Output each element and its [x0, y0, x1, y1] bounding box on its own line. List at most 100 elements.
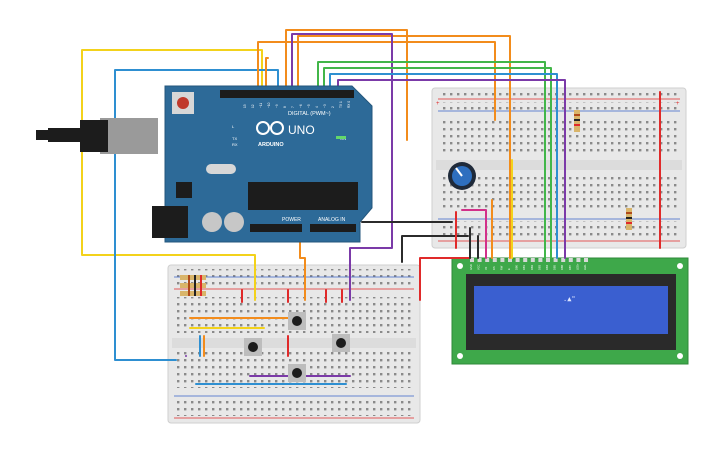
- lcd-pin: [561, 258, 566, 262]
- lcd-pin: [515, 258, 520, 262]
- wire-orange: [297, 35, 511, 259]
- arduino-uno-board: ARDUINO UNO DIGITAL (PWM~) ANALOG IN POW…: [36, 85, 373, 243]
- digital-pin-label: ~3: [323, 104, 327, 108]
- lcd-pin: [485, 258, 490, 262]
- lcd-pin-label: V0: [484, 266, 488, 270]
- rail-plus-label: +: [436, 101, 440, 107]
- resistor: [574, 110, 580, 132]
- lcd-pin-label: DB3: [537, 264, 541, 270]
- lcd-pin: [492, 258, 497, 262]
- digital-pin-label: 13: [243, 104, 247, 108]
- wires: [81, 29, 661, 385]
- digital-pin-label: TX 1: [339, 101, 343, 108]
- dc-jack: [152, 206, 188, 238]
- power-label: POWER: [282, 217, 301, 223]
- lcd-pin-label: DB5: [553, 264, 557, 270]
- mount-hole: [457, 353, 463, 359]
- lcd-pin: [576, 258, 581, 262]
- wire-purple: [291, 33, 393, 301]
- wire-green: [317, 61, 546, 259]
- lcd-pin-label: DB4: [545, 264, 549, 270]
- l-label: L: [232, 124, 235, 129]
- resistor: [626, 208, 632, 230]
- wire-red: [419, 257, 471, 301]
- lcd-text: .▲": [563, 295, 576, 303]
- rx-label: RX: [232, 142, 238, 147]
- lcd-pin-label: LED+: [575, 263, 579, 270]
- rail-plus-label: +: [676, 101, 680, 107]
- lcd-pin-label: GND: [469, 264, 473, 270]
- regulator: [176, 182, 192, 198]
- digital-label: DIGITAL (PWM~): [288, 111, 331, 117]
- lcd-pin-label: DB2: [530, 264, 534, 270]
- lcd-pin: [530, 258, 535, 262]
- resistor-array: [180, 275, 206, 296]
- wire-blue: [114, 69, 279, 361]
- digital-pin-label: RX 0: [347, 101, 351, 108]
- digital-pin-label: 8: [283, 106, 287, 108]
- digital-pin-label: 12: [251, 104, 255, 108]
- potentiometer[interactable]: [448, 162, 476, 190]
- digital-pin-label: ~9: [275, 104, 279, 108]
- lcd-pin: [523, 258, 528, 262]
- lcd-pin: [553, 258, 558, 262]
- digital-pin-label: ~11: [259, 103, 263, 108]
- lcd-pin-label: RS: [492, 266, 496, 270]
- on-led: [336, 136, 346, 139]
- digital-pin-label: 4: [315, 106, 319, 108]
- wire-orange: [265, 57, 269, 93]
- digital-header: [220, 90, 354, 98]
- mount-hole: [677, 353, 683, 359]
- analog-label: ANALOG IN: [318, 217, 346, 223]
- push-button[interactable]: [288, 312, 306, 330]
- digital-pin-label: 7: [291, 106, 295, 108]
- lcd-pin: [500, 258, 505, 262]
- usb-port: [100, 118, 158, 154]
- lcd-pin: [568, 258, 573, 262]
- mount-hole: [457, 263, 463, 269]
- wire-yellow: [81, 49, 263, 301]
- push-button[interactable]: [244, 338, 262, 356]
- model-label: UNO: [288, 123, 315, 137]
- lcd-pin-label: DB1: [522, 264, 526, 270]
- brand-label: ARDUINO: [258, 142, 284, 148]
- digital-pin-label: ~6: [299, 104, 303, 108]
- lcd-pin-label: DB7: [568, 264, 572, 270]
- tx-label: TX: [232, 136, 237, 141]
- atmega-chip: [248, 182, 358, 210]
- wire-orange: [285, 29, 408, 141]
- capacitor: [224, 212, 244, 232]
- arduino-logo: [256, 121, 284, 135]
- power-header: [250, 224, 302, 232]
- lcd-pin: [470, 258, 474, 262]
- crystal: [206, 164, 236, 174]
- digital-pin-label: 2: [331, 106, 335, 108]
- push-button[interactable]: [332, 334, 350, 352]
- lcd-pin: [477, 258, 482, 262]
- push-button[interactable]: [288, 364, 306, 382]
- wire-blue: [329, 73, 558, 259]
- capacitor: [202, 212, 222, 232]
- breadboard-bottom: [167, 264, 421, 424]
- lcd-pin-label: DB6: [560, 264, 564, 270]
- wire-black: [401, 235, 469, 263]
- lcd-pin-label: DB0: [515, 264, 519, 270]
- mount-hole: [677, 263, 683, 269]
- analog-header: [310, 224, 356, 232]
- lcd-pin-label: E: [507, 268, 511, 270]
- lcd-pin-label: RW: [499, 265, 503, 270]
- digital-pin-label: ~10: [267, 102, 271, 108]
- lcd-pin-label: VCC: [477, 264, 481, 270]
- usb-cable: [48, 128, 84, 142]
- lcd-pin: [584, 258, 588, 262]
- usb-plug: [80, 120, 108, 152]
- lcd-pin-label: LED-: [583, 264, 587, 270]
- lcd-pin: [546, 258, 550, 262]
- wire-green: [323, 67, 552, 259]
- lcd-pin: [538, 258, 543, 262]
- lcd-pin: [508, 258, 512, 262]
